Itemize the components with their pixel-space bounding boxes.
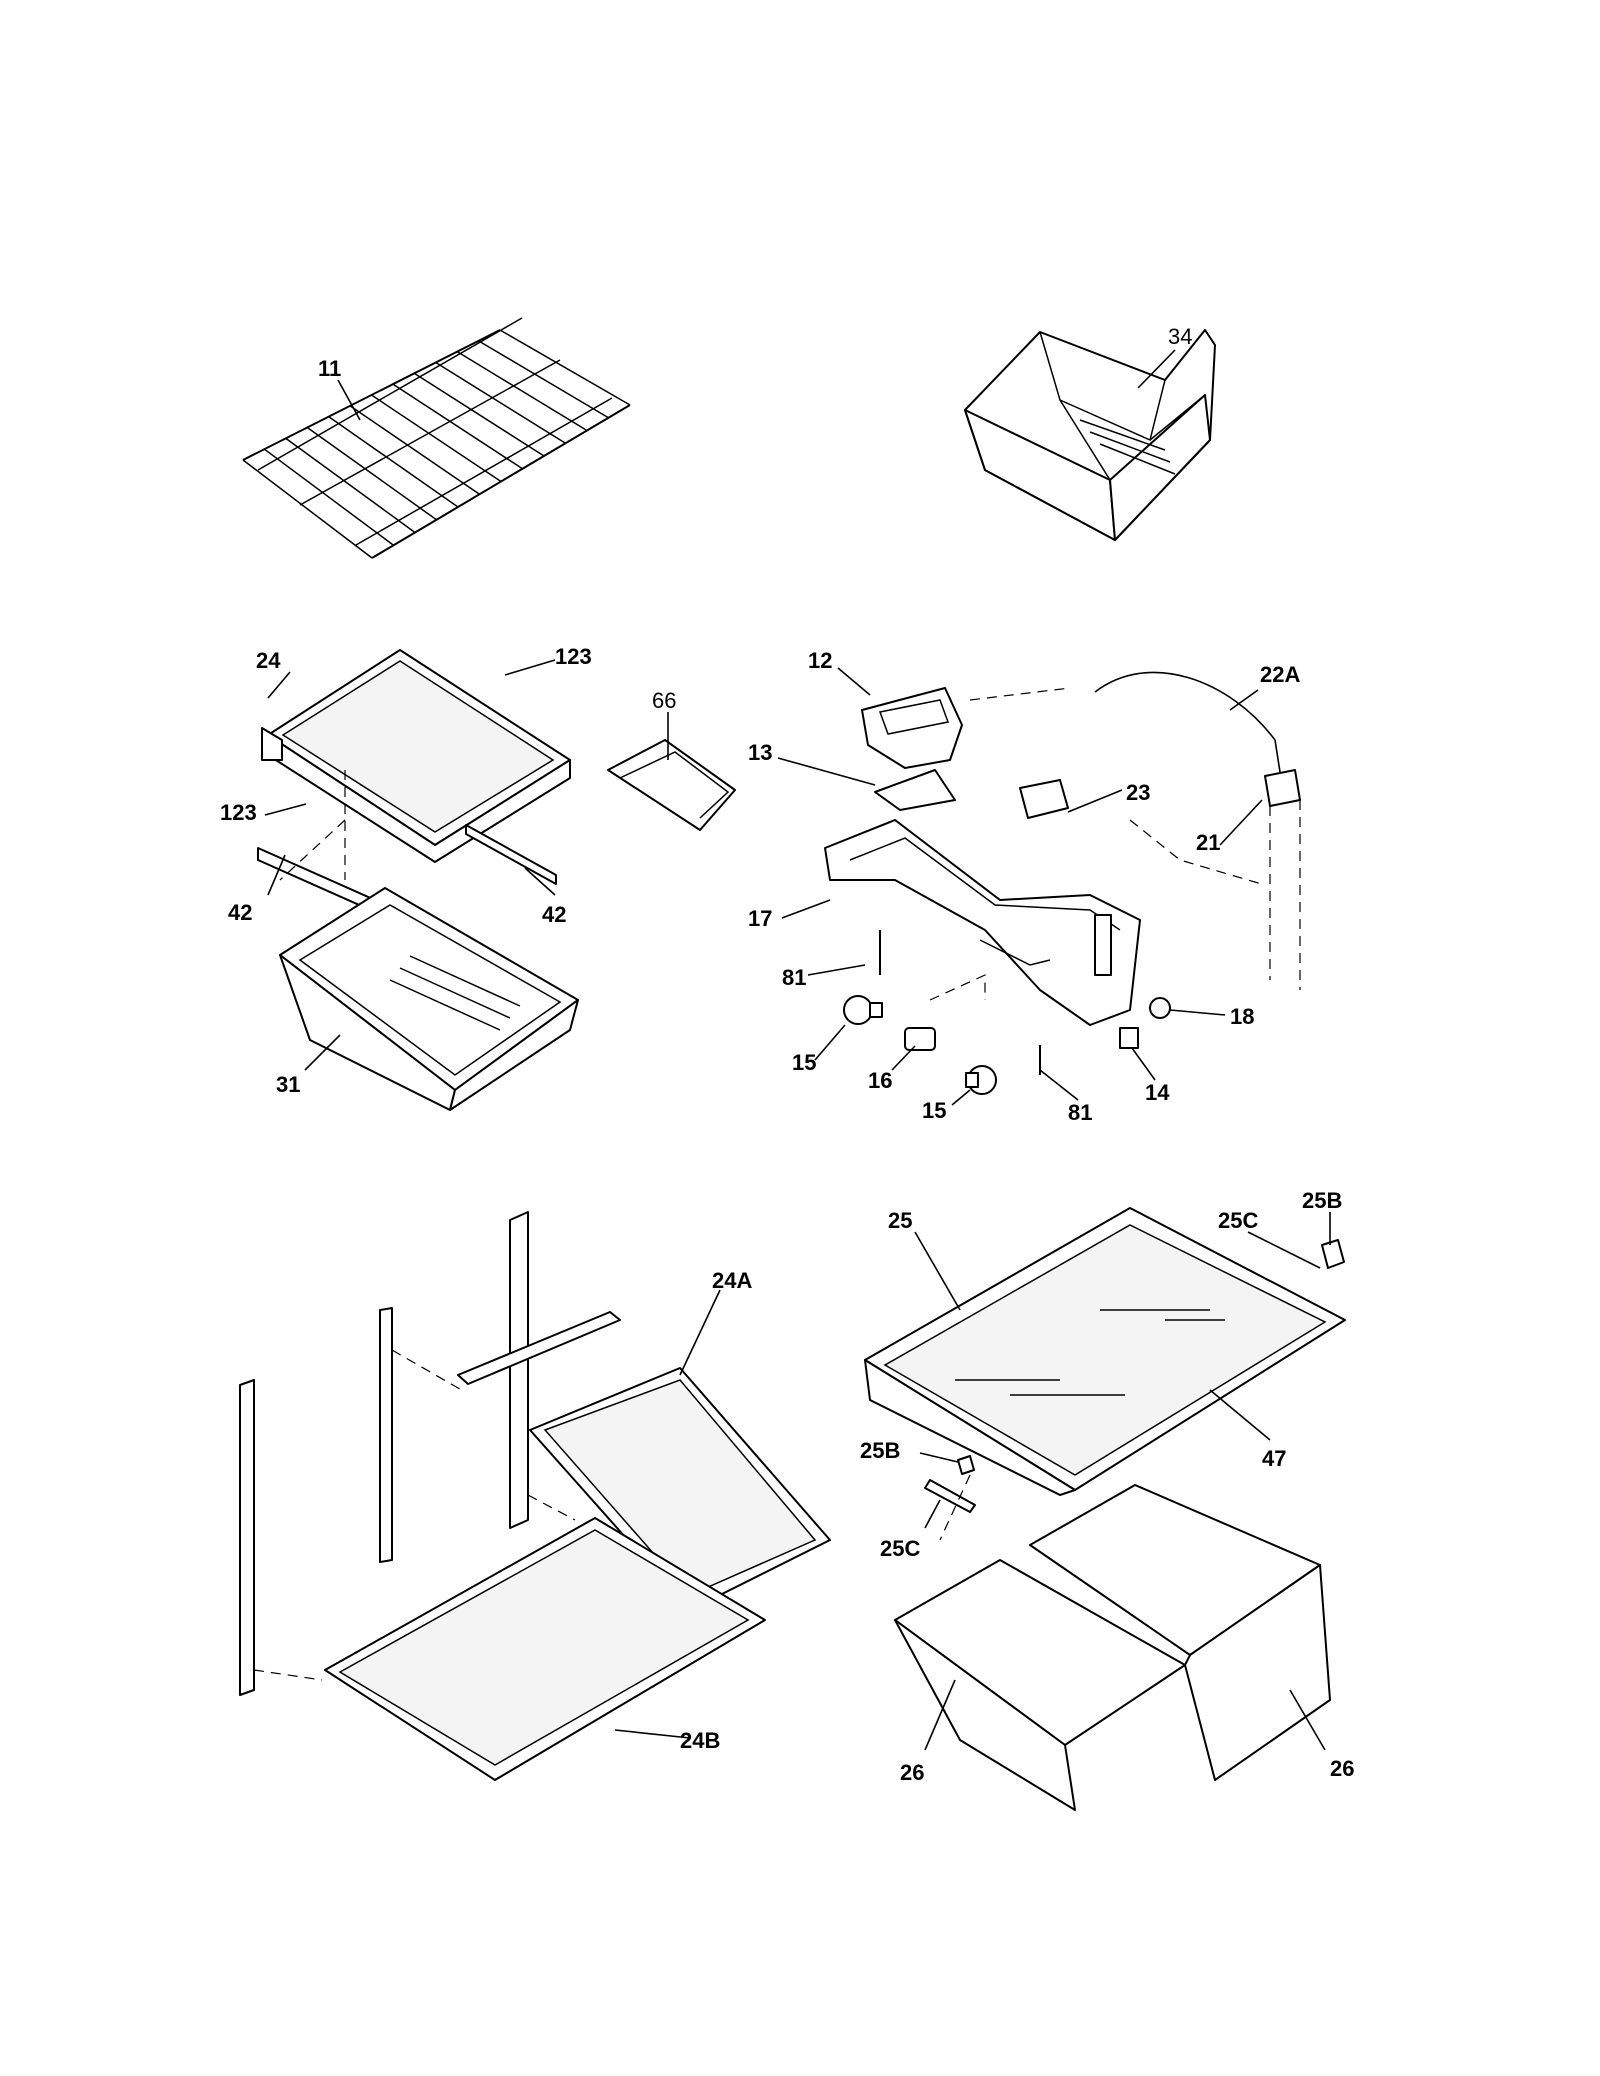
part-25-crisper-cover-frame (864, 1207, 1346, 1496)
wire-rod (478, 340, 609, 419)
wire-rod (242, 459, 373, 559)
callout-23: 23 (1126, 780, 1150, 805)
callout-24: 24 (256, 648, 281, 673)
wire-rod (435, 361, 566, 444)
callout-17: 17 (748, 906, 772, 931)
part-26-bins (894, 1484, 1331, 1811)
callout-26-right: 26 (1330, 1756, 1354, 1781)
callout-16: 16 (868, 1068, 892, 1093)
callout-24B: 24B (680, 1728, 720, 1753)
callout-25C-bottom: 25C (880, 1536, 920, 1561)
part-24B-shelf (324, 1517, 766, 1781)
callout-13: 13 (748, 740, 772, 765)
part-66-divider (607, 739, 736, 831)
alignment-guides (253, 687, 1301, 1681)
callout-18: 18 (1230, 1004, 1254, 1029)
part-34-bin (964, 329, 1216, 541)
callout-25B-top: 25B (1302, 1188, 1342, 1213)
callout-25C-top: 25C (1218, 1208, 1258, 1233)
callout-66: 66 (652, 688, 676, 713)
callout-11: 11 (318, 356, 341, 381)
callout-123-left: 123 (220, 800, 257, 825)
callout-81-left: 81 (782, 965, 806, 990)
part-23-switch (1019, 779, 1069, 819)
shelf-supports (239, 1211, 529, 1696)
part-17-light-housing (824, 819, 1141, 1026)
wire-rod (328, 416, 459, 508)
part-21-control (1264, 769, 1301, 807)
part-18-14-knobs (1119, 997, 1171, 1049)
wire-rod (392, 383, 523, 470)
part-24A-shelf (457, 1311, 831, 1611)
part-13-lens (874, 769, 956, 811)
callout-34: 34 (1168, 324, 1192, 349)
wire-rod (413, 372, 545, 457)
wire-rod (285, 437, 416, 534)
callout-15-top: 15 (792, 1050, 816, 1075)
part-16-socket (904, 1027, 936, 1051)
callout-81-right: 81 (1068, 1100, 1092, 1125)
wire-rod (371, 394, 502, 483)
callout-31: 31 (276, 1072, 300, 1097)
callout-14: 14 (1145, 1080, 1170, 1105)
part-15-bulbs (843, 995, 997, 1095)
wire-rod (456, 351, 588, 432)
part-31-crisper-drawer (279, 887, 579, 1111)
callout-24A: 24A (712, 1268, 752, 1293)
part-24-crisper-cover (261, 649, 571, 863)
wire-rod (306, 426, 437, 521)
wire-rod (263, 448, 394, 546)
part-22A-harness (1094, 671, 1281, 773)
wire-rod (349, 405, 480, 495)
callout-25B-bottom: 25B (860, 1438, 900, 1463)
part-25B-25C-clips (924, 1239, 1345, 1513)
part-12-cover (861, 687, 963, 769)
callout-labels: 11 34 24 123 66 123 42 42 31 12 13 22A 2… (220, 324, 1354, 1785)
callout-42-right: 42 (542, 902, 566, 927)
callout-123-top: 123 (555, 644, 592, 669)
callout-26-left: 26 (900, 1760, 924, 1785)
callout-12: 12 (808, 648, 832, 673)
callout-42-left: 42 (228, 900, 252, 925)
part-11-wire-shelf (242, 317, 631, 559)
callout-25: 25 (888, 1208, 912, 1233)
callout-15-bottom: 15 (922, 1098, 946, 1123)
callout-22A: 22A (1260, 662, 1300, 687)
leader-lines (264, 349, 1331, 1751)
wire-rod (499, 329, 631, 406)
callout-47: 47 (1262, 1446, 1286, 1471)
callout-21: 21 (1196, 830, 1220, 855)
